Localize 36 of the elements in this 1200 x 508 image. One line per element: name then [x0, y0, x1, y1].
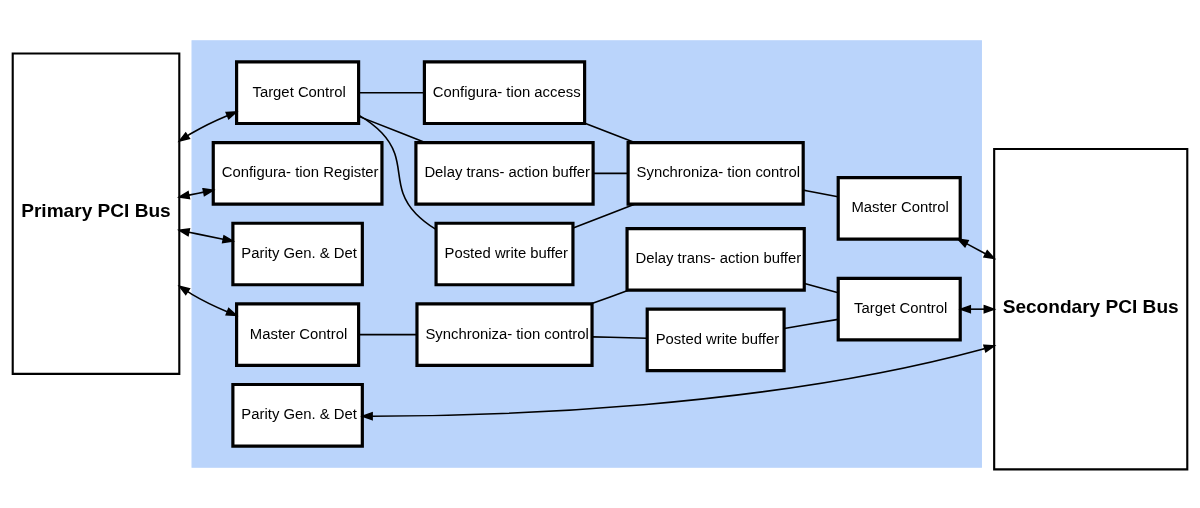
node-box: Posted write buffer	[645, 307, 786, 373]
cluster	[191, 40, 982, 468]
node-box: Target Control	[836, 276, 962, 342]
connector	[584, 122, 636, 144]
connector	[783, 318, 839, 330]
connector	[357, 91, 426, 94]
connector	[591, 336, 648, 339]
node-box: Synchroniza- tion control	[415, 302, 594, 367]
arrow	[956, 238, 997, 260]
arrow	[958, 304, 997, 314]
arrow	[177, 187, 216, 200]
node-box: Secondary PCI Bus	[993, 147, 1189, 471]
connector	[357, 333, 418, 336]
arrow	[177, 228, 236, 244]
connector	[357, 114, 437, 231]
node-box: Posted write buffer	[434, 221, 575, 287]
node-box: Master Control	[235, 302, 361, 367]
node-box: Parity Gen. & Det	[231, 382, 364, 448]
node-box: Delay trans- action buffer	[414, 141, 595, 206]
connector	[572, 203, 636, 229]
arrow	[177, 285, 239, 317]
node-box: Delay trans- action buffer	[625, 226, 806, 292]
node-box: Primary PCI Bus	[11, 52, 181, 375]
arrow	[360, 344, 997, 421]
node-box: Configura- tion Register	[211, 141, 384, 206]
connector	[590, 289, 630, 305]
arrow	[177, 111, 239, 143]
node-box: Parity Gen. & Det	[231, 221, 364, 287]
connector	[803, 282, 839, 294]
node-box: Master Control	[836, 176, 962, 241]
node-box: Configura- tion access	[422, 60, 587, 126]
node-box: Target Control	[235, 60, 361, 126]
connector	[357, 115, 426, 144]
connector	[802, 189, 839, 198]
connector	[592, 172, 629, 175]
node-box: Synchroniza- tion control	[626, 141, 805, 206]
